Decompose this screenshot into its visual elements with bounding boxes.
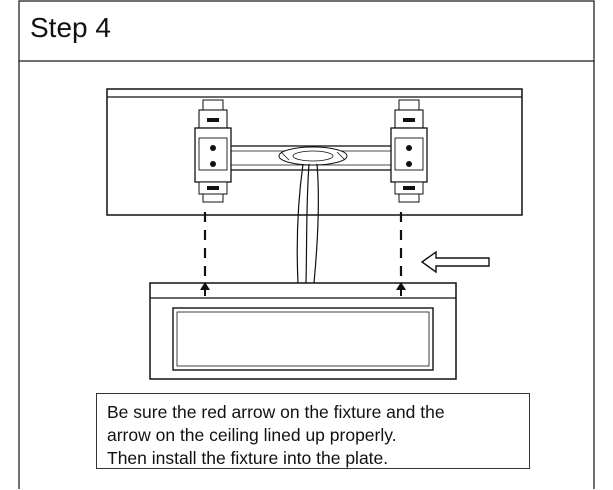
fixture-arrow-left-icon: [200, 282, 210, 296]
right-bracket: [390, 99, 428, 203]
wires: [296, 163, 320, 284]
fixture-arrow-right-icon: [396, 282, 406, 296]
note-line: arrow on the ceiling lined up properly.: [107, 425, 397, 445]
note-line: Be sure the red arrow on the fixture and…: [107, 402, 445, 422]
direction-arrow-icon: [420, 250, 490, 274]
fixture: [149, 282, 457, 380]
left-bracket: [194, 99, 232, 203]
step-title: Step 4: [30, 12, 111, 43]
mounting-crossbar: [227, 145, 399, 171]
header-band: [18, 0, 595, 62]
instruction-note: Be sure the red arrow on the fixture and…: [96, 393, 530, 469]
note-line: Then install the fixture into the plate.: [107, 448, 389, 468]
